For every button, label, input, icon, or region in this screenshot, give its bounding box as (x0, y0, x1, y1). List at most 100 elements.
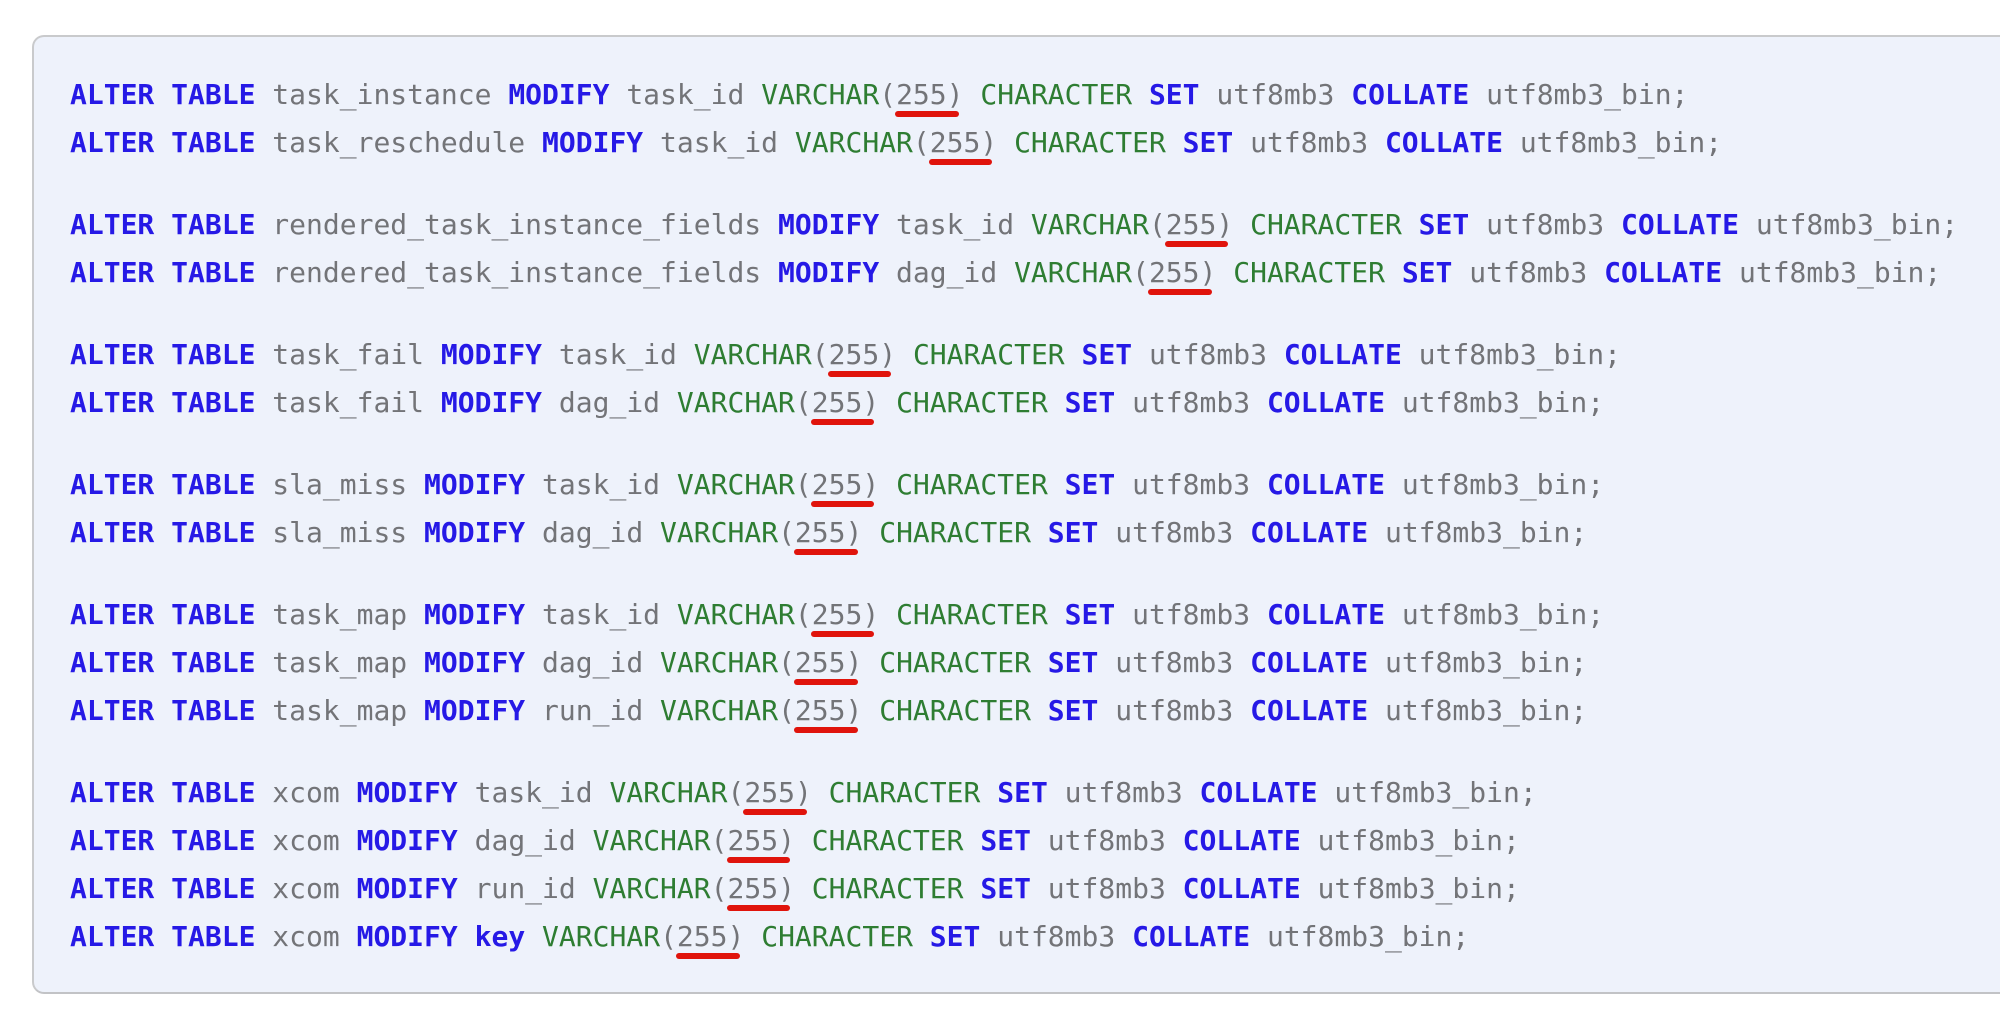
keyword-set: SET (1418, 208, 1470, 241)
column-name: run_id (542, 694, 644, 727)
paren-open: ( (778, 516, 795, 549)
keyword-character: CHARACTER (896, 386, 1048, 419)
column-name: dag_id (558, 386, 661, 419)
paren-open: ( (879, 78, 897, 111)
table-name: xcom (255, 920, 357, 953)
charset-name: utf8mb3 (1098, 646, 1251, 679)
keyword-set: SET (1064, 386, 1116, 419)
table-name: xcom (255, 824, 357, 857)
collation-name: utf8mb3_bin; (1401, 338, 1621, 371)
keyword-set: SET (1081, 338, 1133, 371)
keyword-set: SET (1064, 468, 1116, 501)
space (1132, 78, 1149, 111)
space (525, 468, 542, 501)
paren-open: ( (811, 338, 829, 371)
paren-close: ) (778, 824, 812, 857)
keyword-alter-table: ALTER TABLE (70, 516, 256, 549)
column-name: task_id (660, 126, 779, 159)
varchar-length: 255 (675, 913, 739, 961)
keyword-collate: COLLATE (1182, 824, 1301, 857)
keyword-alter-table: ALTER TABLE (70, 78, 256, 111)
keyword-collate: COLLATE (1620, 208, 1739, 241)
space (1031, 694, 1048, 727)
sql-statement-line: ALTER TABLE sla_miss MODIFY dag_id VARCH… (70, 509, 1986, 557)
charset-name: utf8mb3 (1469, 208, 1621, 241)
keyword-varchar: VARCHAR (676, 468, 795, 501)
keyword-modify: MODIFY (424, 646, 526, 679)
keyword-character: CHARACTER (828, 776, 981, 809)
collation-name: utf8mb3_bin; (1300, 824, 1520, 857)
keyword-alter-table: ALTER TABLE (70, 386, 256, 419)
table-name: rendered_task_instance_fields (255, 208, 779, 241)
space (677, 338, 694, 371)
keyword-set: SET (929, 920, 981, 953)
keyword-alter-table: ALTER TABLE (70, 338, 256, 371)
keyword-varchar: VARCHAR (542, 920, 661, 953)
charset-name: utf8mb3 (1115, 386, 1267, 419)
keyword-varchar: VARCHAR (794, 126, 913, 159)
paren-close: ) (845, 516, 880, 549)
keyword-varchar: VARCHAR (761, 78, 880, 111)
charset-name: utf8mb3 (980, 920, 1133, 953)
space (1048, 468, 1065, 501)
paren-close: ) (862, 468, 897, 501)
table-name: task_fail (255, 386, 441, 419)
paren-close: ) (946, 78, 981, 111)
space (964, 824, 981, 857)
space (542, 338, 559, 371)
keyword-set: SET (997, 776, 1048, 809)
paren-close: ) (778, 872, 812, 905)
sql-statement-line: ALTER TABLE xcom MODIFY run_id VARCHAR(2… (70, 865, 1986, 913)
keyword-modify: MODIFY (356, 824, 458, 857)
sql-statement-line: ALTER TABLE rendered_task_instance_field… (70, 201, 1986, 249)
varchar-length: 255 (928, 119, 992, 167)
charset-name: utf8mb3 (1132, 338, 1284, 371)
charset-name: utf8mb3 (1233, 126, 1385, 159)
statement-group: ALTER TABLE task_fail MODIFY task_id VAR… (70, 331, 1986, 427)
space (643, 646, 660, 679)
keyword-set: SET (1401, 256, 1453, 289)
statement-group: ALTER TABLE xcom MODIFY task_id VARCHAR(… (70, 769, 1986, 961)
keyword-set: SET (1047, 646, 1099, 679)
paren-close: ) (862, 598, 897, 631)
charset-name: utf8mb3 (1115, 598, 1267, 631)
keyword-varchar: VARCHAR (660, 516, 779, 549)
keyword-alter-table: ALTER TABLE (70, 694, 256, 727)
keyword-varchar: VARCHAR (592, 824, 711, 857)
collation-name: utf8mb3_bin; (1384, 468, 1605, 501)
table-name: xcom (255, 776, 357, 809)
keyword-alter-table: ALTER TABLE (70, 872, 256, 905)
space (744, 78, 761, 111)
keyword-set: SET (980, 872, 1031, 905)
sql-statement-line: ALTER TABLE task_reschedule MODIFY task_… (70, 119, 1986, 167)
space (964, 872, 981, 905)
column-name: dag_id (474, 824, 576, 857)
keyword-collate: COLLATE (1351, 78, 1470, 111)
paren-close: ) (794, 776, 829, 809)
space (458, 824, 475, 857)
varchar-length: 255 (827, 331, 891, 379)
column-name: task_id (542, 598, 661, 631)
column-name: dag_id (542, 516, 644, 549)
table-name: task_map (255, 598, 425, 631)
varchar-length: 255 (793, 509, 857, 557)
sql-statement-line: ALTER TABLE xcom MODIFY key VARCHAR(255)… (70, 913, 1986, 961)
space (913, 920, 930, 953)
space (1031, 646, 1048, 679)
keyword-set: SET (1047, 694, 1099, 727)
keyword-modify: MODIFY (356, 872, 458, 905)
column-name: dag_id (896, 256, 998, 289)
statement-group: ALTER TABLE task_instance MODIFY task_id… (70, 71, 1986, 167)
sql-statement-line: ALTER TABLE task_fail MODIFY dag_id VARC… (70, 379, 1986, 427)
keyword-varchar: VARCHAR (609, 776, 728, 809)
collation-name: utf8mb3_bin; (1300, 872, 1520, 905)
space (879, 208, 896, 241)
paren-close: ) (845, 646, 880, 679)
column-name: task_id (558, 338, 677, 371)
keyword-varchar: VARCHAR (592, 872, 711, 905)
paren-close: ) (1199, 256, 1234, 289)
keyword-modify: MODIFY (778, 256, 880, 289)
keyword-varchar: VARCHAR (660, 646, 779, 679)
keyword-collate: COLLATE (1199, 776, 1318, 809)
space (458, 872, 475, 905)
